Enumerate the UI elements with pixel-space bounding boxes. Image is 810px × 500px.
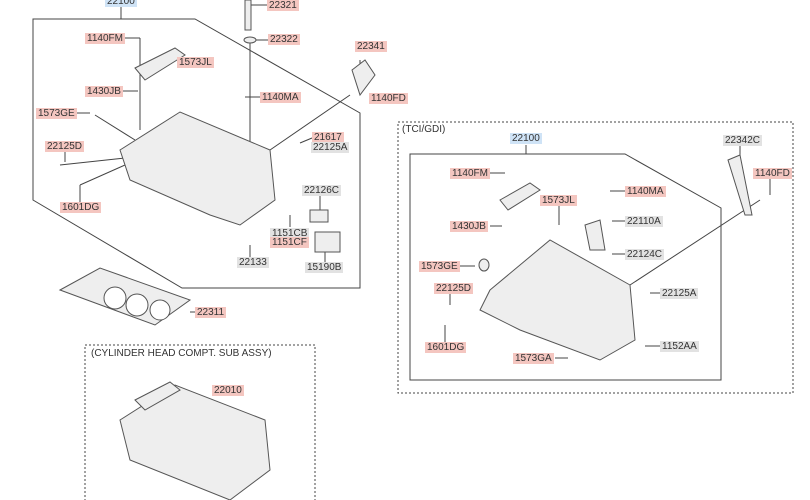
part-22342C[interactable]: 22342C: [723, 135, 763, 146]
part-22311[interactable]: 22311: [195, 307, 227, 318]
part-22100-left[interactable]: 22100: [105, 0, 137, 7]
part-1601DG-tci[interactable]: 1601DG: [425, 342, 467, 353]
part-1601DG[interactable]: 1601DG: [60, 202, 102, 213]
part-1573GE-tci[interactable]: 1573GE: [419, 261, 460, 272]
part-22010[interactable]: 22010: [212, 385, 244, 396]
part-15190B[interactable]: 15190B: [305, 262, 344, 273]
part-22125D[interactable]: 22125D: [45, 141, 85, 152]
part-21617[interactable]: 21617: [312, 132, 344, 143]
part-22100-tci[interactable]: 22100: [510, 133, 542, 144]
part-1573GE[interactable]: 1573GE: [36, 108, 77, 119]
tci-gdi-frame: [397, 121, 794, 394]
cylinder-head-tci: [479, 239, 636, 361]
part-22133[interactable]: 22133: [237, 257, 269, 268]
part-22125A-tci[interactable]: 22125A: [660, 288, 699, 299]
part-22321[interactable]: 22321: [267, 0, 299, 11]
part-1573GA[interactable]: 1573GA: [513, 353, 554, 364]
part-1151CF[interactable]: 1151CF: [270, 237, 309, 248]
part-22110A[interactable]: 22110A: [625, 216, 663, 227]
part-22125A[interactable]: 22125A: [311, 142, 350, 153]
part-1140FD-tci[interactable]: 1140FD: [753, 168, 792, 179]
tci-gdi-title: (TCI/GDI): [402, 124, 446, 135]
cylinder-head-subassy: [119, 384, 271, 500]
bracket-22341: [351, 59, 376, 97]
part-1430JB[interactable]: 1430JB: [85, 86, 123, 97]
part-22126C[interactable]: 22126C: [302, 185, 342, 196]
sub-assy-title: (CYLINDER HEAD COMPT. SUB ASSY): [91, 348, 272, 359]
part-1152AA[interactable]: 1152AA: [660, 341, 699, 352]
part-22341[interactable]: 22341: [355, 41, 387, 52]
rocker-22124C: [584, 219, 606, 251]
bracket-22342C: [727, 154, 753, 216]
cylinder-head-left: [119, 111, 276, 226]
part-1140MA-tci[interactable]: 1140MA: [625, 186, 666, 197]
part-22125D-tci[interactable]: 22125D: [434, 283, 474, 294]
part-1140FM[interactable]: 1140FM: [85, 33, 125, 44]
part-1140MA[interactable]: 1140MA: [260, 92, 301, 103]
part-1573JL-tci[interactable]: 1573JL: [540, 195, 577, 206]
part-1140FD[interactable]: 1140FD: [369, 93, 408, 104]
part-1151CB[interactable]: 1151CB: [270, 228, 310, 239]
part-1573JL[interactable]: 1573JL: [177, 57, 214, 68]
part-1140FM-tci[interactable]: 1140FM: [450, 168, 490, 179]
part-1430JB-tci[interactable]: 1430JB: [450, 221, 488, 232]
part-22124C[interactable]: 22124C: [625, 249, 665, 260]
part-22322[interactable]: 22322: [268, 34, 300, 45]
camshaft-cap-tci: [499, 182, 541, 211]
camshaft-cap-left: [134, 47, 186, 81]
tci-assembly-outline: [409, 145, 722, 381]
